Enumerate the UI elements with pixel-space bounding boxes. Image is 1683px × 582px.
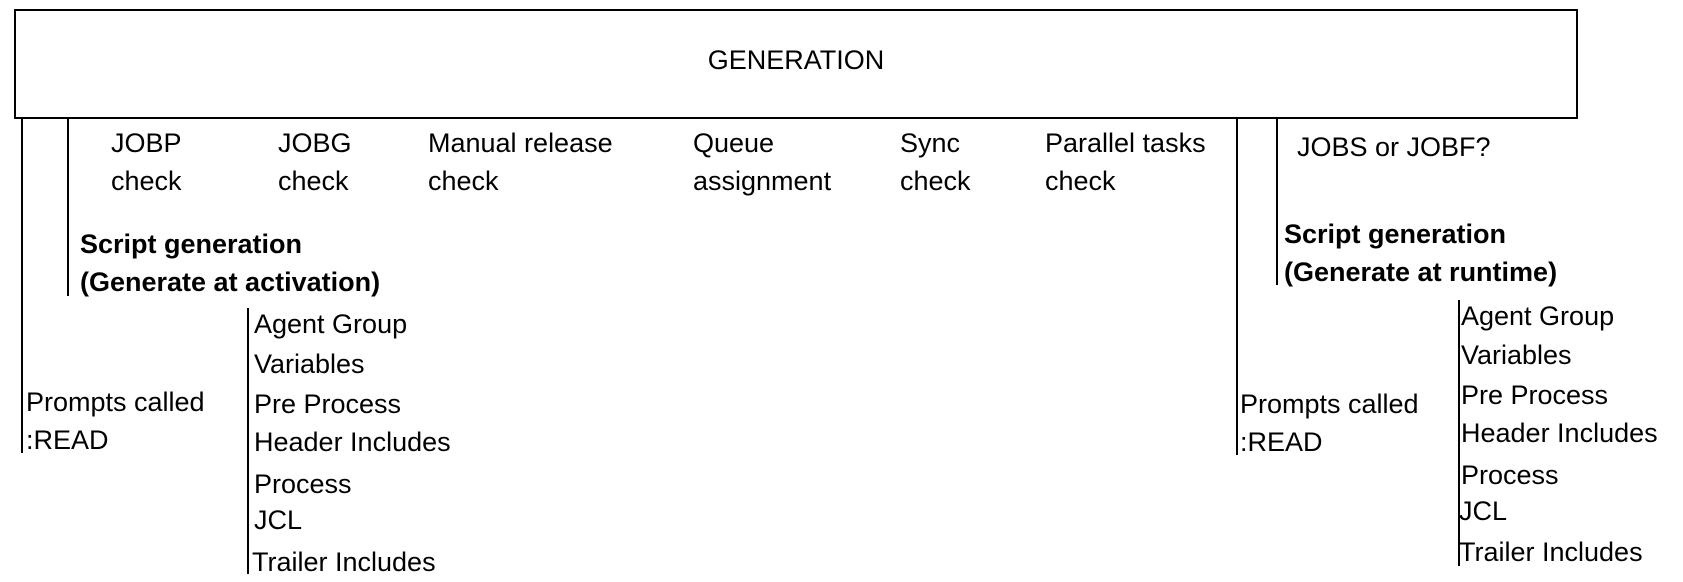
check-sync: Sync check <box>900 128 971 196</box>
right-jcl: JCL <box>1459 496 1508 526</box>
right-variables: Variables <box>1461 340 1572 370</box>
left-prompts-line <box>21 119 23 453</box>
left-prompts-called: Prompts called :READ <box>26 387 205 455</box>
left-agent-group: Agent Group <box>254 309 408 339</box>
left-process: Process <box>254 469 352 499</box>
right-agent-group: Agent Group <box>1461 301 1615 331</box>
left-trailer-includes: Trailer Includes <box>252 547 436 577</box>
left-variables: Variables <box>254 349 365 379</box>
left-header-includes: Header Includes <box>254 427 451 457</box>
left-items-line <box>247 308 249 574</box>
check-parallel-tasks: Parallel tasks check <box>1045 128 1206 196</box>
left-script-generation: Script generation (Generate at activatio… <box>80 229 381 297</box>
left-script-line <box>67 119 69 296</box>
check-queue-assignment: Queue assignment <box>693 128 832 196</box>
right-prompts-line <box>1236 119 1238 455</box>
right-script-generation: Script generation (Generate at runtime) <box>1284 219 1558 287</box>
right-prompts-called: Prompts called :READ <box>1240 389 1419 457</box>
right-jobs-or-jobf: JOBS or JOBF? <box>1297 132 1491 162</box>
right-script-line <box>1276 119 1278 285</box>
generation-title: GENERATION <box>707 45 885 75</box>
check-manual-release: Manual release check <box>428 128 613 196</box>
right-pre-process: Pre Process <box>1461 380 1609 410</box>
left-pre-process: Pre Process <box>254 389 402 419</box>
check-jobg: JOBG check <box>278 128 352 196</box>
left-jcl: JCL <box>254 505 303 535</box>
generation-box: GENERATION <box>14 9 1578 119</box>
right-process: Process <box>1461 460 1559 490</box>
right-header-includes: Header Includes <box>1461 418 1658 448</box>
check-jobp: JOBP check <box>111 128 182 196</box>
right-items-line <box>1458 300 1460 566</box>
right-trailer-includes: Trailer Includes <box>1459 537 1643 567</box>
